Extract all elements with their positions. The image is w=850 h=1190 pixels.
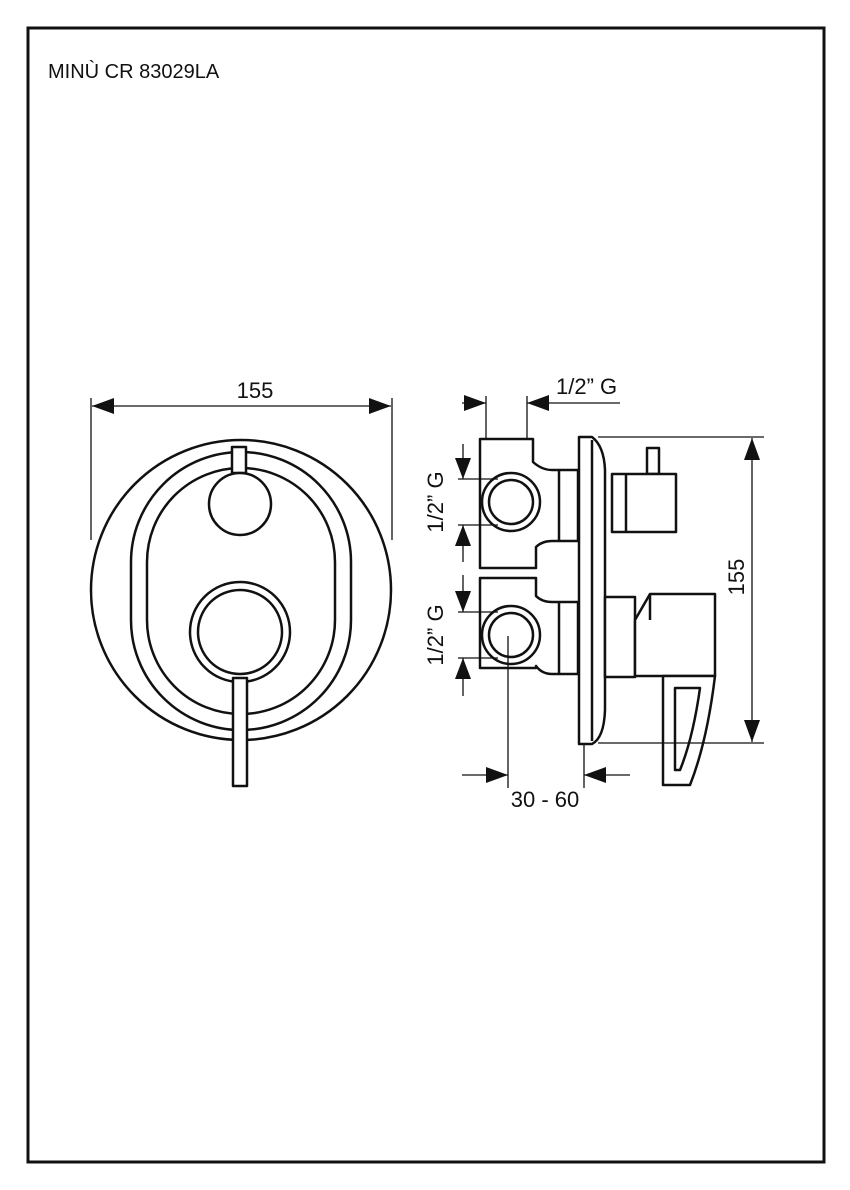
height-arrow-bottom: [744, 720, 760, 742]
side-view: 1/2” G 1/2” G 1/2” G: [423, 374, 764, 812]
mixer-lever-base-inner: [196, 588, 284, 676]
width-arrow-left: [92, 398, 114, 414]
port-lower-arrow-bottom: [455, 658, 471, 679]
depth-arrow-right: [584, 767, 606, 783]
product-title: MINÙ CR 83029LA: [48, 60, 220, 83]
mixer-side-body: [633, 592, 717, 678]
lever-handle: [231, 676, 249, 788]
port-upper-arrow-top: [455, 458, 471, 479]
port-upper-inner: [487, 478, 535, 526]
port-lower-arrow-top: [455, 591, 471, 612]
port-upper-arrow-bottom: [455, 525, 471, 546]
height-arrow-top: [744, 438, 760, 460]
depth-arrow-left: [486, 767, 508, 783]
mixer-side-collar: [603, 595, 637, 679]
diverter-stem: [230, 445, 248, 475]
inlet-arrow-right: [527, 395, 549, 411]
inlet-arrow-left: [464, 395, 486, 411]
diverter-side-stem: [645, 446, 661, 476]
side-height-label: 155: [724, 559, 749, 596]
inlet-thread-label: 1/2” G: [556, 374, 617, 399]
diverter-side-body: [610, 472, 678, 534]
front-width-label: 155: [237, 378, 274, 403]
lever-side-handle-inset: [673, 686, 702, 772]
width-arrow-right: [369, 398, 391, 414]
depth-range-label: 30 - 60: [511, 787, 580, 812]
front-view: 155: [89, 378, 393, 788]
port-lower-inner: [487, 611, 535, 659]
diverter-knob: [207, 471, 273, 537]
port-lower-thread-label: 1/2” G: [423, 604, 448, 665]
port-upper-thread-label: 1/2” G: [423, 471, 448, 532]
drawing-frame: [26, 26, 826, 1164]
